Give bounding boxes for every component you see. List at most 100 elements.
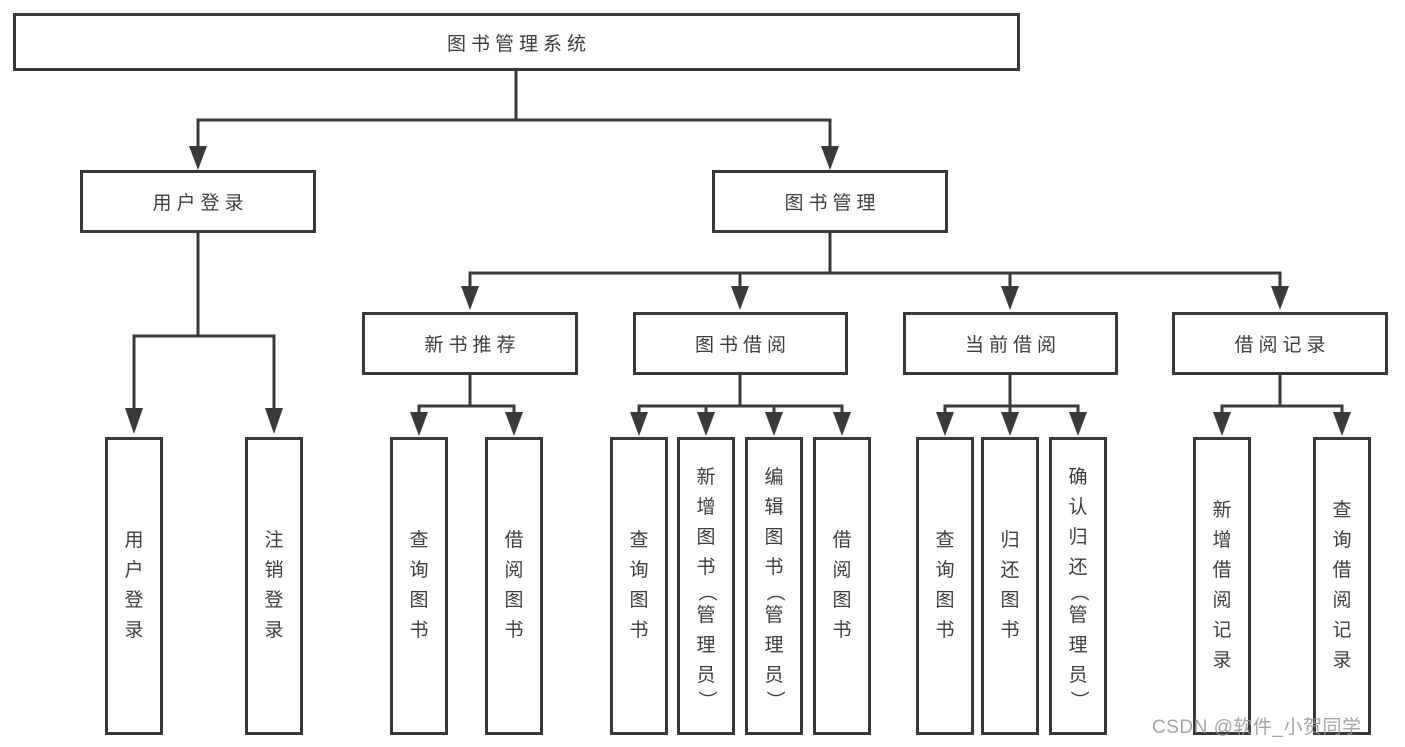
vertical-char: 询 — [629, 560, 649, 581]
node-label: 图书借阅 — [694, 335, 791, 356]
vertical-char: 管 — [696, 605, 716, 626]
leaf-cb-confirm-return: 确认归还（管理员） — [1049, 437, 1107, 735]
vertical-char: 图 — [935, 590, 955, 611]
vertical-char: 用 — [124, 530, 144, 551]
vertical-char: （ — [696, 582, 717, 602]
arrowhead-icon — [125, 408, 143, 434]
node-borrow-records: 借阅记录 — [1172, 312, 1388, 375]
vertical-char: 查 — [409, 530, 429, 551]
edge-book-borrow-to-leaves — [630, 375, 851, 436]
edge-root-to-level2 — [189, 70, 839, 170]
vertical-char: ） — [764, 690, 785, 710]
vertical-char: 图 — [764, 527, 784, 548]
leaf-br-add-record: 新增借阅记录 — [1193, 437, 1251, 735]
vertical-char: 还 — [1000, 560, 1020, 581]
leaf-nb-query-books: 查询图书 — [390, 437, 448, 735]
edge-current-borrow-to-leaves — [936, 375, 1087, 436]
vertical-char: 员 — [1068, 665, 1088, 686]
leaf-bb-edit-books: 编辑图书（管理员） — [745, 437, 803, 735]
node-root-system: 图书管理系统 — [13, 13, 1020, 71]
vertical-char: 新 — [1212, 500, 1232, 521]
leaf-nb-borrow-books: 借阅图书 — [485, 437, 543, 735]
arrowhead-icon — [410, 412, 428, 436]
vertical-char: 图 — [832, 590, 852, 611]
vertical-char: 新 — [696, 467, 716, 488]
vertical-char: 编 — [764, 467, 784, 488]
arrowhead-icon — [189, 146, 207, 170]
arrowhead-icon — [1213, 412, 1231, 436]
arrowhead-icon — [1001, 286, 1019, 310]
node-label: 当前借阅 — [964, 335, 1061, 356]
arrowhead-icon — [1333, 412, 1351, 436]
vertical-char: 记 — [1332, 620, 1352, 641]
vertical-char: 借 — [1212, 560, 1232, 581]
vertical-char: 销 — [264, 560, 284, 581]
edge-book-mgmt-to-level3 — [461, 233, 1289, 310]
vertical-char: 阅 — [1332, 590, 1352, 611]
vertical-char: 图 — [629, 590, 649, 611]
arrowhead-icon — [1271, 286, 1289, 310]
vertical-char: 借 — [504, 530, 524, 551]
arrowhead-icon — [461, 286, 479, 310]
vertical-char: 户 — [124, 560, 144, 581]
vertical-char: 书 — [832, 620, 852, 641]
vertical-char: ） — [1068, 690, 1089, 710]
arrowhead-icon — [731, 286, 749, 310]
vertical-char: 书 — [696, 557, 716, 578]
vertical-char: 登 — [124, 590, 144, 611]
vertical-char: 登 — [264, 590, 284, 611]
node-user-login: 用户登录 — [80, 170, 316, 233]
arrowhead-icon — [265, 408, 283, 434]
vertical-char: 书 — [409, 620, 429, 641]
arrowhead-icon — [833, 412, 851, 436]
vertical-char: 员 — [696, 665, 716, 686]
arrowhead-icon — [505, 412, 523, 436]
vertical-char: 理 — [764, 635, 784, 656]
node-new-books: 新书推荐 — [362, 312, 578, 375]
arrowhead-icon — [1069, 412, 1087, 436]
arrowhead-icon — [1001, 412, 1019, 436]
vertical-char: 书 — [629, 620, 649, 641]
vertical-char: 图 — [504, 590, 524, 611]
vertical-char: 书 — [1000, 620, 1020, 641]
node-book-mgmt: 图书管理 — [712, 170, 948, 233]
vertical-char: 理 — [1068, 635, 1088, 656]
vertical-char: 增 — [696, 497, 716, 518]
vertical-char: 归 — [1000, 530, 1020, 551]
vertical-char: 查 — [629, 530, 649, 551]
arrowhead-icon — [821, 146, 839, 170]
node-label: 用户登录 — [152, 193, 249, 214]
edge-user-login-to-leaves — [125, 233, 283, 434]
leaf-br-query-record: 查询借阅记录 — [1313, 437, 1371, 735]
vertical-char: 书 — [504, 620, 524, 641]
leaf-cb-query-books: 查询图书 — [916, 437, 974, 735]
vertical-char: 记 — [1212, 620, 1232, 641]
vertical-char: 书 — [764, 557, 784, 578]
vertical-char: （ — [1068, 582, 1089, 602]
node-label: 图书管理系统 — [446, 33, 591, 55]
node-label: 图书管理 — [784, 193, 881, 214]
vertical-char: 辑 — [764, 497, 784, 518]
vertical-char: 查 — [935, 530, 955, 551]
vertical-char: 询 — [1332, 530, 1352, 551]
node-label: 新书推荐 — [424, 335, 521, 356]
vertical-char: ） — [696, 690, 717, 710]
vertical-char: 管 — [764, 605, 784, 626]
leaf-bb-borrow-books: 借阅图书 — [813, 437, 871, 735]
vertical-char: 阅 — [832, 560, 852, 581]
vertical-char: 阅 — [1212, 590, 1232, 611]
vertical-char: 图 — [1000, 590, 1020, 611]
leaf-cb-return-books: 归还图书 — [981, 437, 1039, 735]
node-label: 借阅记录 — [1234, 335, 1331, 356]
vertical-char: 理 — [696, 635, 716, 656]
arrowhead-icon — [765, 412, 783, 436]
vertical-char: 确 — [1068, 467, 1088, 488]
vertical-char: 阅 — [504, 560, 524, 581]
leaf-bb-add-books: 新增图书 （ 管理员 ） — [677, 437, 735, 735]
vertical-char: 查 — [1332, 500, 1352, 521]
vertical-char: 图 — [696, 527, 716, 548]
vertical-char: 询 — [409, 560, 429, 581]
vertical-char: 认 — [1068, 497, 1088, 518]
